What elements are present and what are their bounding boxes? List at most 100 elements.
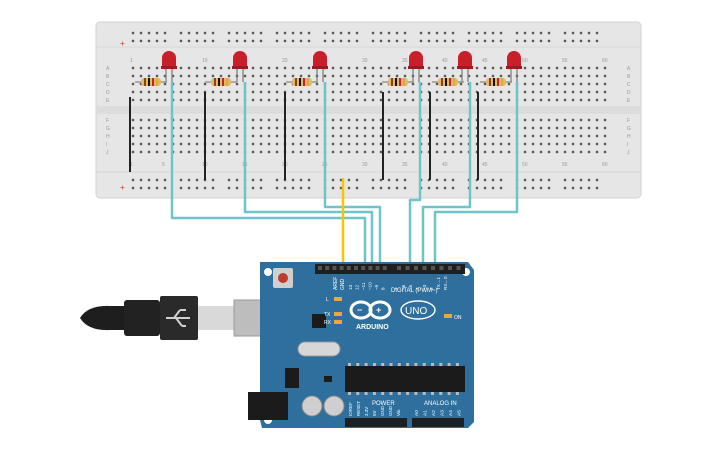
breadboard-hole[interactable] bbox=[387, 74, 391, 78]
breadboard-hole[interactable] bbox=[491, 118, 495, 122]
breadboard-hole[interactable] bbox=[371, 134, 375, 138]
breadboard-hole[interactable] bbox=[379, 134, 383, 138]
breadboard-hole[interactable] bbox=[443, 134, 447, 138]
breadboard-hole[interactable] bbox=[395, 186, 399, 190]
breadboard-hole[interactable] bbox=[283, 186, 287, 190]
breadboard-hole[interactable] bbox=[331, 66, 335, 70]
breadboard-hole[interactable] bbox=[483, 74, 487, 78]
breadboard-hole[interactable] bbox=[547, 66, 551, 70]
power-jack[interactable] bbox=[248, 392, 288, 420]
breadboard-hole[interactable] bbox=[307, 150, 311, 154]
breadboard-hole[interactable] bbox=[299, 178, 303, 182]
breadboard-hole[interactable] bbox=[387, 90, 391, 94]
breadboard-hole[interactable] bbox=[451, 150, 455, 154]
breadboard-hole[interactable] bbox=[179, 74, 183, 78]
breadboard-hole[interactable] bbox=[571, 186, 575, 190]
breadboard-hole[interactable] bbox=[459, 98, 463, 102]
breadboard-hole[interactable] bbox=[571, 31, 575, 35]
breadboard-hole[interactable] bbox=[195, 82, 199, 86]
breadboard-hole[interactable] bbox=[387, 134, 391, 138]
breadboard-hole[interactable] bbox=[227, 126, 231, 130]
breadboard-hole[interactable] bbox=[299, 66, 303, 70]
breadboard-hole[interactable] bbox=[147, 134, 151, 138]
breadboard-hole[interactable] bbox=[163, 98, 167, 102]
breadboard-hole[interactable] bbox=[211, 186, 215, 190]
breadboard-hole[interactable] bbox=[371, 178, 375, 182]
breadboard-hole[interactable] bbox=[155, 74, 159, 78]
breadboard-hole[interactable] bbox=[475, 66, 479, 70]
breadboard-hole[interactable] bbox=[515, 31, 519, 35]
breadboard-hole[interactable] bbox=[563, 31, 567, 35]
breadboard-hole[interactable] bbox=[579, 90, 583, 94]
breadboard-hole[interactable] bbox=[443, 74, 447, 78]
breadboard-hole[interactable] bbox=[163, 134, 167, 138]
breadboard-hole[interactable] bbox=[419, 74, 423, 78]
breadboard-hole[interactable] bbox=[219, 118, 223, 122]
analog-header[interactable] bbox=[412, 418, 464, 427]
breadboard-hole[interactable] bbox=[499, 39, 503, 43]
breadboard-hole[interactable] bbox=[603, 98, 607, 102]
breadboard-hole[interactable] bbox=[147, 39, 151, 43]
breadboard-hole[interactable] bbox=[307, 118, 311, 122]
breadboard-hole[interactable] bbox=[251, 134, 255, 138]
breadboard-hole[interactable] bbox=[355, 31, 359, 35]
breadboard-hole[interactable] bbox=[211, 66, 215, 70]
breadboard-hole[interactable] bbox=[139, 142, 143, 146]
breadboard-hole[interactable] bbox=[435, 142, 439, 146]
breadboard-hole[interactable] bbox=[275, 66, 279, 70]
breadboard-hole[interactable] bbox=[571, 126, 575, 130]
breadboard-hole[interactable] bbox=[371, 39, 375, 43]
breadboard-hole[interactable] bbox=[323, 74, 327, 78]
breadboard-hole[interactable] bbox=[371, 66, 375, 70]
breadboard-hole[interactable] bbox=[235, 142, 239, 146]
breadboard-hole[interactable] bbox=[371, 74, 375, 78]
breadboard-hole[interactable] bbox=[539, 74, 543, 78]
breadboard-hole[interactable] bbox=[163, 150, 167, 154]
breadboard-hole[interactable] bbox=[339, 126, 343, 130]
breadboard-hole[interactable] bbox=[523, 134, 527, 138]
breadboard-hole[interactable] bbox=[179, 178, 183, 182]
breadboard-hole[interactable] bbox=[403, 98, 407, 102]
breadboard-hole[interactable] bbox=[531, 39, 535, 43]
breadboard-hole[interactable] bbox=[203, 31, 207, 35]
breadboard-hole[interactable] bbox=[283, 66, 287, 70]
breadboard-hole[interactable] bbox=[387, 126, 391, 130]
breadboard-hole[interactable] bbox=[435, 150, 439, 154]
breadboard-hole[interactable] bbox=[435, 178, 439, 182]
breadboard-hole[interactable] bbox=[195, 74, 199, 78]
breadboard-hole[interactable] bbox=[267, 66, 271, 70]
breadboard-hole[interactable] bbox=[155, 118, 159, 122]
breadboard-hole[interactable] bbox=[379, 90, 383, 94]
breadboard-hole[interactable] bbox=[195, 39, 199, 43]
breadboard-hole[interactable] bbox=[203, 82, 207, 86]
breadboard-hole[interactable] bbox=[259, 90, 263, 94]
breadboard-hole[interactable] bbox=[579, 150, 583, 154]
breadboard-hole[interactable] bbox=[259, 178, 263, 182]
breadboard-hole[interactable] bbox=[395, 39, 399, 43]
breadboard-hole[interactable] bbox=[339, 82, 343, 86]
breadboard-hole[interactable] bbox=[163, 90, 167, 94]
breadboard-hole[interactable] bbox=[235, 186, 239, 190]
breadboard-hole[interactable] bbox=[539, 126, 543, 130]
breadboard-hole[interactable] bbox=[547, 74, 551, 78]
breadboard-hole[interactable] bbox=[587, 134, 591, 138]
breadboard-hole[interactable] bbox=[547, 31, 551, 35]
breadboard-hole[interactable] bbox=[539, 150, 543, 154]
breadboard-hole[interactable] bbox=[539, 66, 543, 70]
digital-pin-hole[interactable] bbox=[448, 266, 452, 270]
breadboard-hole[interactable] bbox=[563, 118, 567, 122]
breadboard-hole[interactable] bbox=[491, 142, 495, 146]
breadboard-hole[interactable] bbox=[291, 178, 295, 182]
breadboard-hole[interactable] bbox=[251, 150, 255, 154]
breadboard-hole[interactable] bbox=[451, 178, 455, 182]
breadboard-hole[interactable] bbox=[251, 66, 255, 70]
breadboard-hole[interactable] bbox=[227, 90, 231, 94]
breadboard-hole[interactable] bbox=[443, 39, 447, 43]
breadboard-hole[interactable] bbox=[227, 150, 231, 154]
breadboard-hole[interactable] bbox=[507, 74, 511, 78]
breadboard-hole[interactable] bbox=[483, 31, 487, 35]
digital-header[interactable] bbox=[315, 264, 465, 274]
breadboard-hole[interactable] bbox=[275, 98, 279, 102]
breadboard-hole[interactable] bbox=[379, 126, 383, 130]
breadboard-hole[interactable] bbox=[299, 126, 303, 130]
